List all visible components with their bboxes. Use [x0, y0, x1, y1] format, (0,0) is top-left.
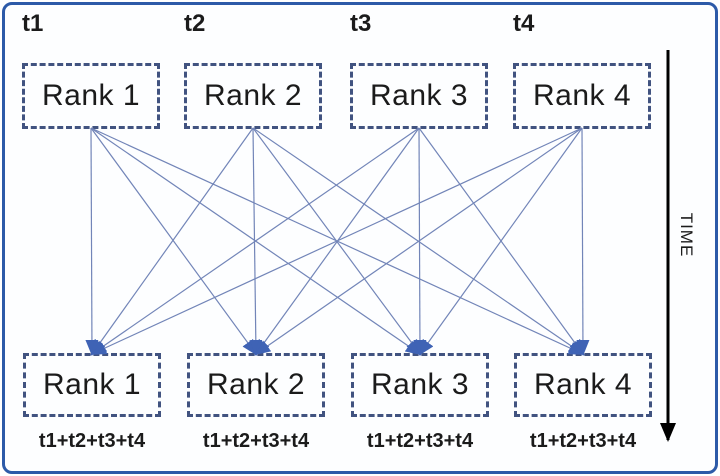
- rank-connection-lines: [85, 127, 590, 356]
- rank-connection-line: [576, 127, 590, 356]
- rank-connection-line: [85, 127, 99, 356]
